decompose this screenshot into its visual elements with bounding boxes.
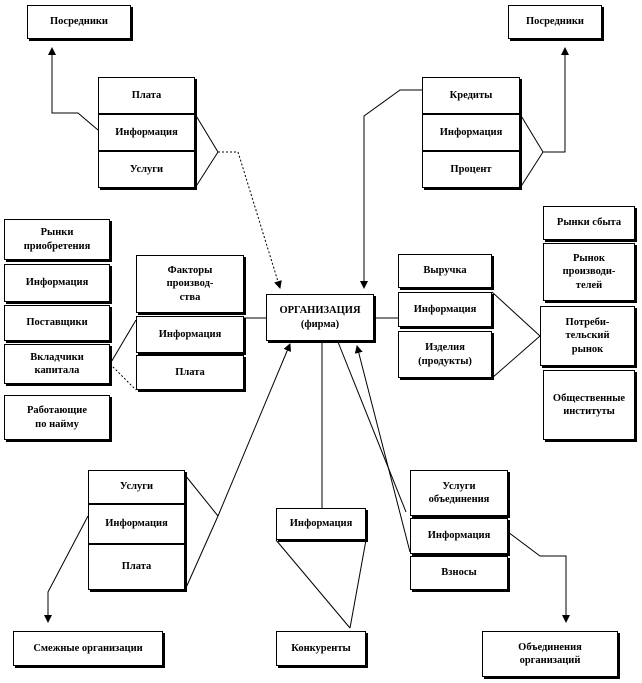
box-izdeliya: Изделия (продукты) (398, 331, 492, 378)
box-uslugi-obedineniya: Услуги объединения (410, 470, 508, 516)
box-konkurenty: Конкуренты (276, 631, 366, 666)
box-vyruchka: Выручка (398, 254, 492, 288)
box-rynki-priobreteniya: Рынки приобретения (4, 219, 110, 260)
wedge-left-a (109, 319, 137, 365)
box-kredity: Кредиты (422, 77, 520, 114)
box-obedineniya: Объединения организаций (482, 631, 618, 677)
box-faktory: Факторы производ- ства (136, 255, 244, 313)
box-rabotayushchie: Работающие по найму (4, 395, 110, 440)
wedge-right-b (491, 335, 541, 379)
box-smezhnye: Смежные организации (13, 631, 163, 666)
box-plata-top: Плата (98, 77, 195, 114)
wedge-left-b (109, 363, 137, 391)
arrow-services-to-org (218, 151, 282, 289)
box-vznosy: Взносы (410, 556, 508, 590)
line-to-smezhnye (44, 515, 89, 623)
wedge-competitors-b (349, 539, 367, 629)
box-rynok-sbyta: Рынки сбыта (543, 206, 635, 240)
box-info-sales: Информация (398, 292, 492, 327)
box-vkladchiki: Вкладчики капитала (4, 344, 110, 384)
wedge-bottom-left-a (184, 474, 219, 517)
box-uslugi-top: Услуги (98, 151, 195, 188)
box-info-bottom-left: Информация (88, 504, 185, 544)
line-credits-to-org (360, 89, 422, 289)
box-posredniki-right: Посредники (508, 5, 602, 39)
wedge-top-right-b (519, 151, 544, 189)
wedge-bottom-left-b (184, 515, 219, 591)
wedge-top-left-a (194, 113, 219, 153)
box-info-factors: Информация (136, 316, 244, 353)
wedge-right-a (491, 291, 541, 337)
box-info-competitors: Информация (276, 508, 366, 540)
box-procent: Процент (422, 151, 520, 188)
box-plata-factors: Плата (136, 355, 244, 390)
wedge-top-left-b (194, 151, 219, 189)
box-info-top-left: Информация (98, 114, 195, 151)
line-to-posredniki-left (48, 47, 99, 131)
line-to-posredniki-right (543, 47, 569, 153)
box-info-top-right: Информация (422, 114, 520, 151)
arrow-associations-to-org (354, 345, 411, 553)
box-plata-bottom: Плата (88, 544, 185, 590)
box-posredniki-left: Посредники (27, 5, 131, 39)
box-rynok-proizvoditeley: Рынок производи- телей (543, 243, 635, 301)
box-info-left: Информация (4, 264, 110, 302)
box-potrebitelskiy: Потреби- тельский рынок (540, 306, 635, 366)
line-org-to-associations (337, 341, 407, 513)
box-postavshchiki: Поставщики (4, 305, 110, 341)
box-organizaciya: ОРГАНИЗАЦИЯ (фирма) (266, 294, 374, 341)
line-to-obedineniya (507, 531, 570, 623)
arrow-bottom-left-to-org (217, 343, 291, 517)
wedge-top-right-a (519, 113, 544, 153)
box-uslugi-bottom: Услуги (88, 470, 185, 504)
box-info-bottom-right: Информация (410, 518, 508, 554)
box-obshchestvennye: Общественные институты (543, 370, 635, 440)
wedge-competitors-a (275, 539, 351, 629)
